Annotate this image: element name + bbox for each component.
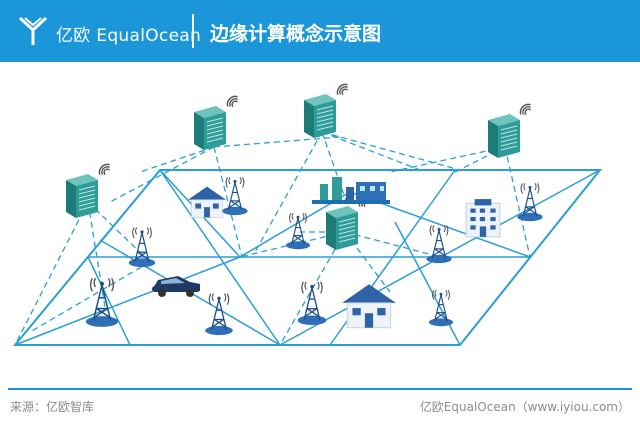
- server-icon: [303, 83, 349, 139]
- server-icon: [65, 163, 111, 219]
- cell-tower-icon: [128, 226, 156, 268]
- apartment-building-icon: [465, 198, 501, 238]
- server-icon: [193, 95, 239, 151]
- car-icon: [152, 276, 200, 297]
- footer-divider: [8, 388, 632, 390]
- house-icon: [187, 186, 227, 218]
- equalocean-logo-icon: [18, 16, 48, 45]
- header-bar: 亿欧 EqualOcean 边缘计算概念示意图: [0, 0, 640, 62]
- source-note: 来源：亿欧智库: [10, 400, 95, 414]
- server-icon: [325, 195, 371, 251]
- brand-name: 亿欧 EqualOcean: [56, 26, 202, 46]
- cell-tower-icon: [296, 281, 328, 326]
- server-icon: [487, 103, 532, 159]
- cell-tower-icon: [85, 277, 119, 328]
- cell-tower-icon: [516, 182, 544, 222]
- site-credit: 亿欧EqualOcean（www.iyiou.com）: [419, 400, 630, 414]
- edge-computing-diagram: [12, 83, 603, 346]
- header-divider: [192, 14, 194, 48]
- factory-icon: [312, 177, 390, 204]
- cell-tower-icon: [425, 224, 453, 264]
- page-title: 边缘计算概念示意图: [210, 23, 382, 45]
- house-icon: [341, 283, 397, 329]
- cell-tower-icon: [285, 212, 311, 250]
